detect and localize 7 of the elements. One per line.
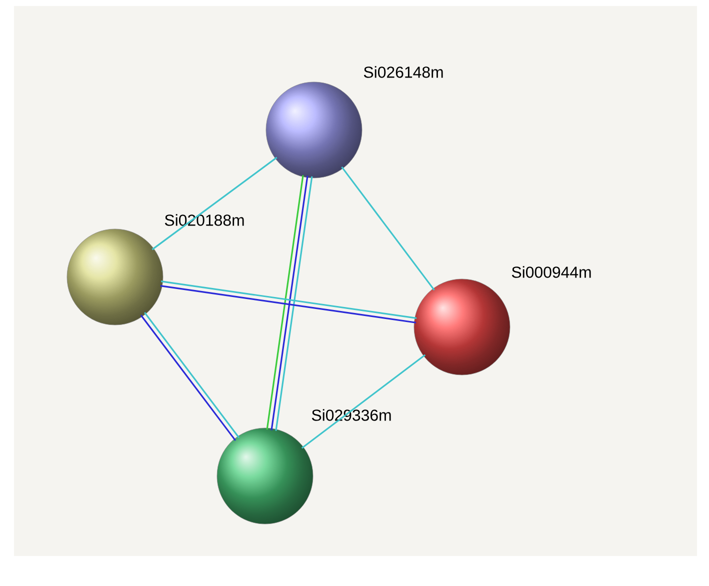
node-label: Si026148m [364,66,443,78]
node-label: Si000944m [512,266,591,278]
protein-node: Si026148m [266,66,443,178]
edge-line [152,156,278,250]
protein-node: Si000944m [414,266,591,376]
edge-line [341,166,435,291]
edge-line [301,354,426,449]
